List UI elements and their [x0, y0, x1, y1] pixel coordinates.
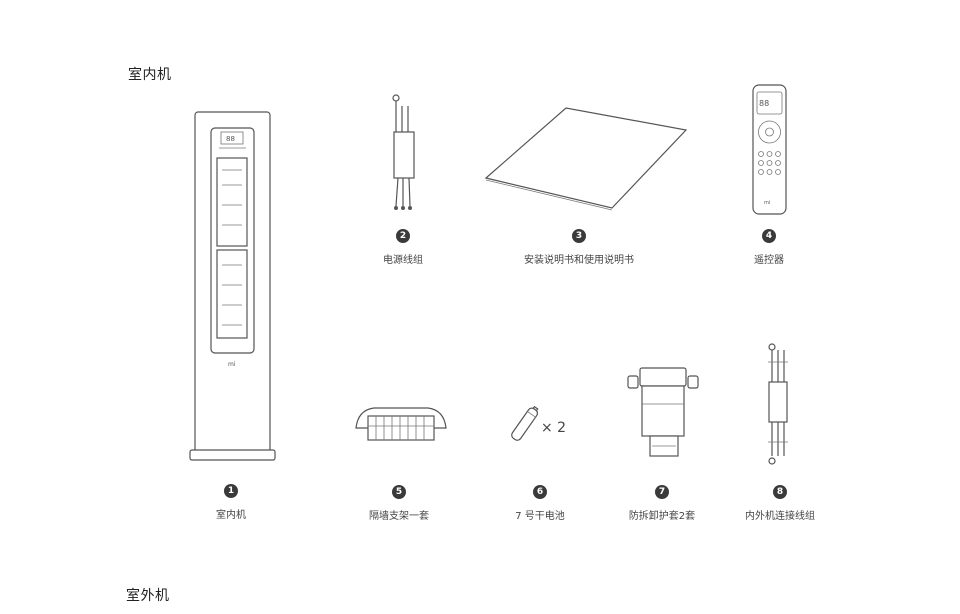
item-4-label: 遥控器 [754, 255, 784, 266]
item-4-number: 4 [762, 229, 776, 243]
remote-control-illustration: 88 mi [752, 84, 787, 215]
section-title-outdoor: 室外机 [126, 588, 170, 604]
item-3-number: 3 [572, 229, 586, 243]
batteries-illustration [511, 405, 539, 441]
connection-cable-illustration [768, 343, 788, 465]
item-2-number: 2 [396, 229, 410, 243]
power-cable-illustration [392, 94, 415, 210]
item-2-label: 电源线组 [383, 255, 423, 266]
indoor-display-digits: 88 [226, 135, 235, 143]
item-6-label: 7 号干电池 [515, 511, 565, 522]
item-8-label: 内外机连接线组 [745, 511, 815, 522]
item-6-number: 6 [533, 485, 547, 499]
item-1-number: 1 [224, 484, 238, 498]
remote-display-digits: 88 [759, 99, 769, 108]
indoor-unit-illustration: 88 mi [189, 111, 276, 461]
item-8-number: 8 [773, 485, 787, 499]
item-7-label: 防拆卸护套2套 [628, 511, 696, 522]
item-5-number: 5 [392, 485, 406, 499]
section-title-indoor: 室内机 [128, 67, 172, 83]
item-1-label: 室内机 [216, 510, 246, 521]
item-5-label: 隔墙支架一套 [369, 511, 429, 522]
anti-removal-guard-illustration [627, 367, 699, 457]
wall-bracket-illustration [355, 407, 447, 441]
item-7-number: 7 [655, 485, 669, 499]
svg-text:mi: mi [228, 361, 236, 368]
item-3-label: 安装说明书和使用说明书 [524, 255, 634, 266]
svg-text:mi: mi [764, 200, 770, 206]
battery-quantity: × 2 [541, 420, 567, 436]
manuals-illustration [484, 107, 688, 211]
